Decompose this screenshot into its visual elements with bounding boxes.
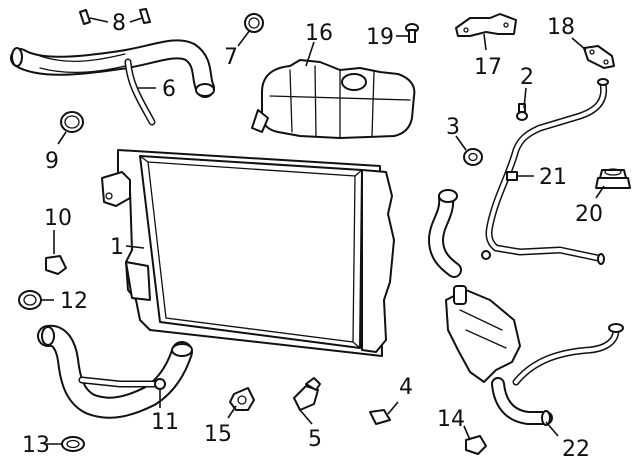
callout-labels: 8 6 7 9 16 19 17 18 2 3 21 20 1 10 12 11… bbox=[22, 11, 603, 462]
leader-18 bbox=[571, 37, 587, 51]
callout-6: 6 bbox=[162, 77, 176, 102]
callout-3: 3 bbox=[446, 115, 460, 140]
leader-7 bbox=[237, 29, 251, 47]
leader-14 bbox=[463, 425, 471, 441]
callout-19: 19 bbox=[366, 25, 394, 50]
leader-8-right bbox=[129, 17, 143, 23]
part-3-grommet bbox=[463, 148, 483, 166]
callout-21: 21 bbox=[539, 165, 567, 190]
callout-8: 8 bbox=[112, 11, 126, 36]
leader-5 bbox=[299, 409, 313, 425]
part-10-clip bbox=[45, 255, 67, 275]
callout-18: 18 bbox=[547, 15, 575, 40]
part-9-clamp bbox=[60, 111, 84, 133]
part-13-clamp bbox=[61, 436, 85, 452]
callout-4: 4 bbox=[399, 375, 413, 400]
leader-4 bbox=[387, 401, 399, 415]
leader-lines bbox=[40, 17, 605, 445]
callout-15: 15 bbox=[204, 422, 232, 447]
leader-15 bbox=[227, 405, 237, 419]
leader-9 bbox=[57, 131, 67, 145]
part-14-fitting bbox=[465, 435, 487, 455]
callout-22: 22 bbox=[562, 437, 590, 462]
part-7-clamp bbox=[244, 13, 264, 33]
part-2-bolt bbox=[516, 103, 528, 121]
leader-8-left bbox=[89, 17, 109, 23]
callout-10: 10 bbox=[44, 206, 72, 231]
callout-20: 20 bbox=[575, 202, 603, 227]
leader-2 bbox=[523, 87, 527, 109]
part-6-upper-hose bbox=[10, 39, 215, 126]
leader-16 bbox=[305, 41, 315, 67]
callout-14: 14 bbox=[437, 407, 465, 432]
leader-3 bbox=[455, 135, 467, 151]
callout-7: 7 bbox=[224, 45, 238, 70]
part-12-clamp bbox=[18, 290, 42, 310]
part-20-pressure-cap bbox=[595, 168, 631, 189]
leader-17 bbox=[483, 33, 487, 51]
leader-20 bbox=[595, 185, 605, 199]
part-17-bracket bbox=[455, 13, 517, 37]
callout-12: 12 bbox=[60, 289, 88, 314]
part-11-lower-hose bbox=[37, 324, 193, 419]
part-8-clamps bbox=[79, 8, 151, 25]
part-4-clip-nut bbox=[369, 409, 391, 425]
part-16-coolant-reservoir bbox=[251, 59, 416, 139]
part-21-bypass-tube bbox=[481, 78, 609, 265]
callout-17: 17 bbox=[474, 55, 502, 80]
part-19-screw bbox=[405, 23, 419, 43]
callout-5: 5 bbox=[308, 427, 322, 452]
part-22-outlet-hose bbox=[428, 189, 624, 426]
part-5-connector bbox=[293, 377, 321, 411]
leader-22 bbox=[545, 421, 559, 437]
callout-11: 11 bbox=[151, 410, 179, 435]
part-18-bracket bbox=[583, 45, 615, 69]
leader-1 bbox=[125, 245, 145, 249]
part-15-fitting bbox=[229, 387, 255, 411]
callout-13: 13 bbox=[22, 433, 50, 458]
callout-1: 1 bbox=[110, 235, 124, 260]
callout-2: 2 bbox=[520, 65, 534, 90]
part-1-radiator bbox=[101, 149, 395, 357]
callout-16: 16 bbox=[305, 21, 333, 46]
callout-9: 9 bbox=[45, 149, 59, 174]
